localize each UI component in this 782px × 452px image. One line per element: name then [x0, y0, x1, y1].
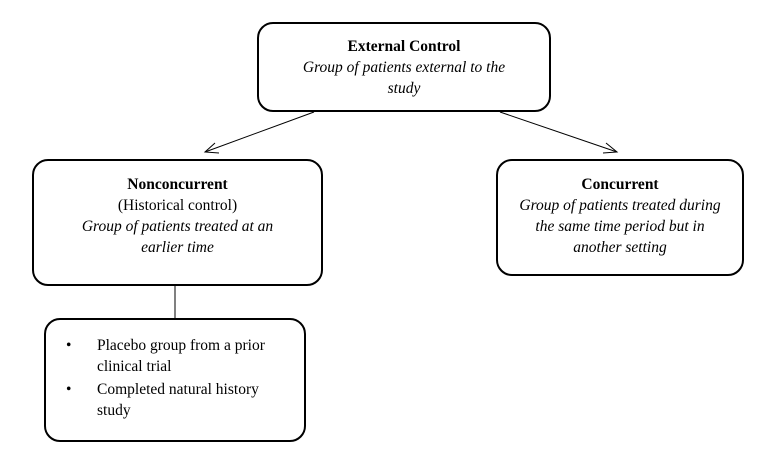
nonconcurrent-box: Nonconcurrent (Historical control) Group…	[32, 159, 323, 286]
examples-box: • Placebo group from a prior clinical tr…	[44, 318, 306, 442]
list-item: • Placebo group from a prior clinical tr…	[66, 335, 304, 377]
examples-list: • Placebo group from a prior clinical tr…	[46, 335, 304, 421]
external-control-box: External Control Group of patients exter…	[257, 22, 551, 112]
list-item-text: Completed natural history study	[97, 381, 259, 419]
concurrent-box: Concurrent Group of patients treated dur…	[496, 159, 744, 276]
list-item-text: Placebo group from a prior clinical tria…	[97, 337, 265, 375]
bullet-marker: •	[66, 381, 72, 398]
arrowhead-nonconcurrent	[203, 142, 220, 154]
bullet-marker: •	[66, 337, 72, 354]
concurrent-description: Group of patients treated during the sam…	[519, 197, 721, 256]
nonconcurrent-subtitle: (Historical control)	[117, 197, 238, 214]
nonconcurrent-description: Group of patients treated at an earlier …	[81, 218, 274, 256]
concurrent-title: Concurrent	[581, 176, 659, 193]
arrow-external-to-concurrent	[499, 111, 618, 153]
external-control-description: Group of patients external to the study	[302, 59, 506, 97]
arrowhead-concurrent	[602, 142, 619, 154]
list-item: • Completed natural history study	[66, 379, 304, 421]
external-control-title: External Control	[347, 38, 461, 55]
nonconcurrent-title: Nonconcurrent	[127, 176, 228, 193]
arrow-external-to-nonconcurrent	[204, 111, 315, 153]
